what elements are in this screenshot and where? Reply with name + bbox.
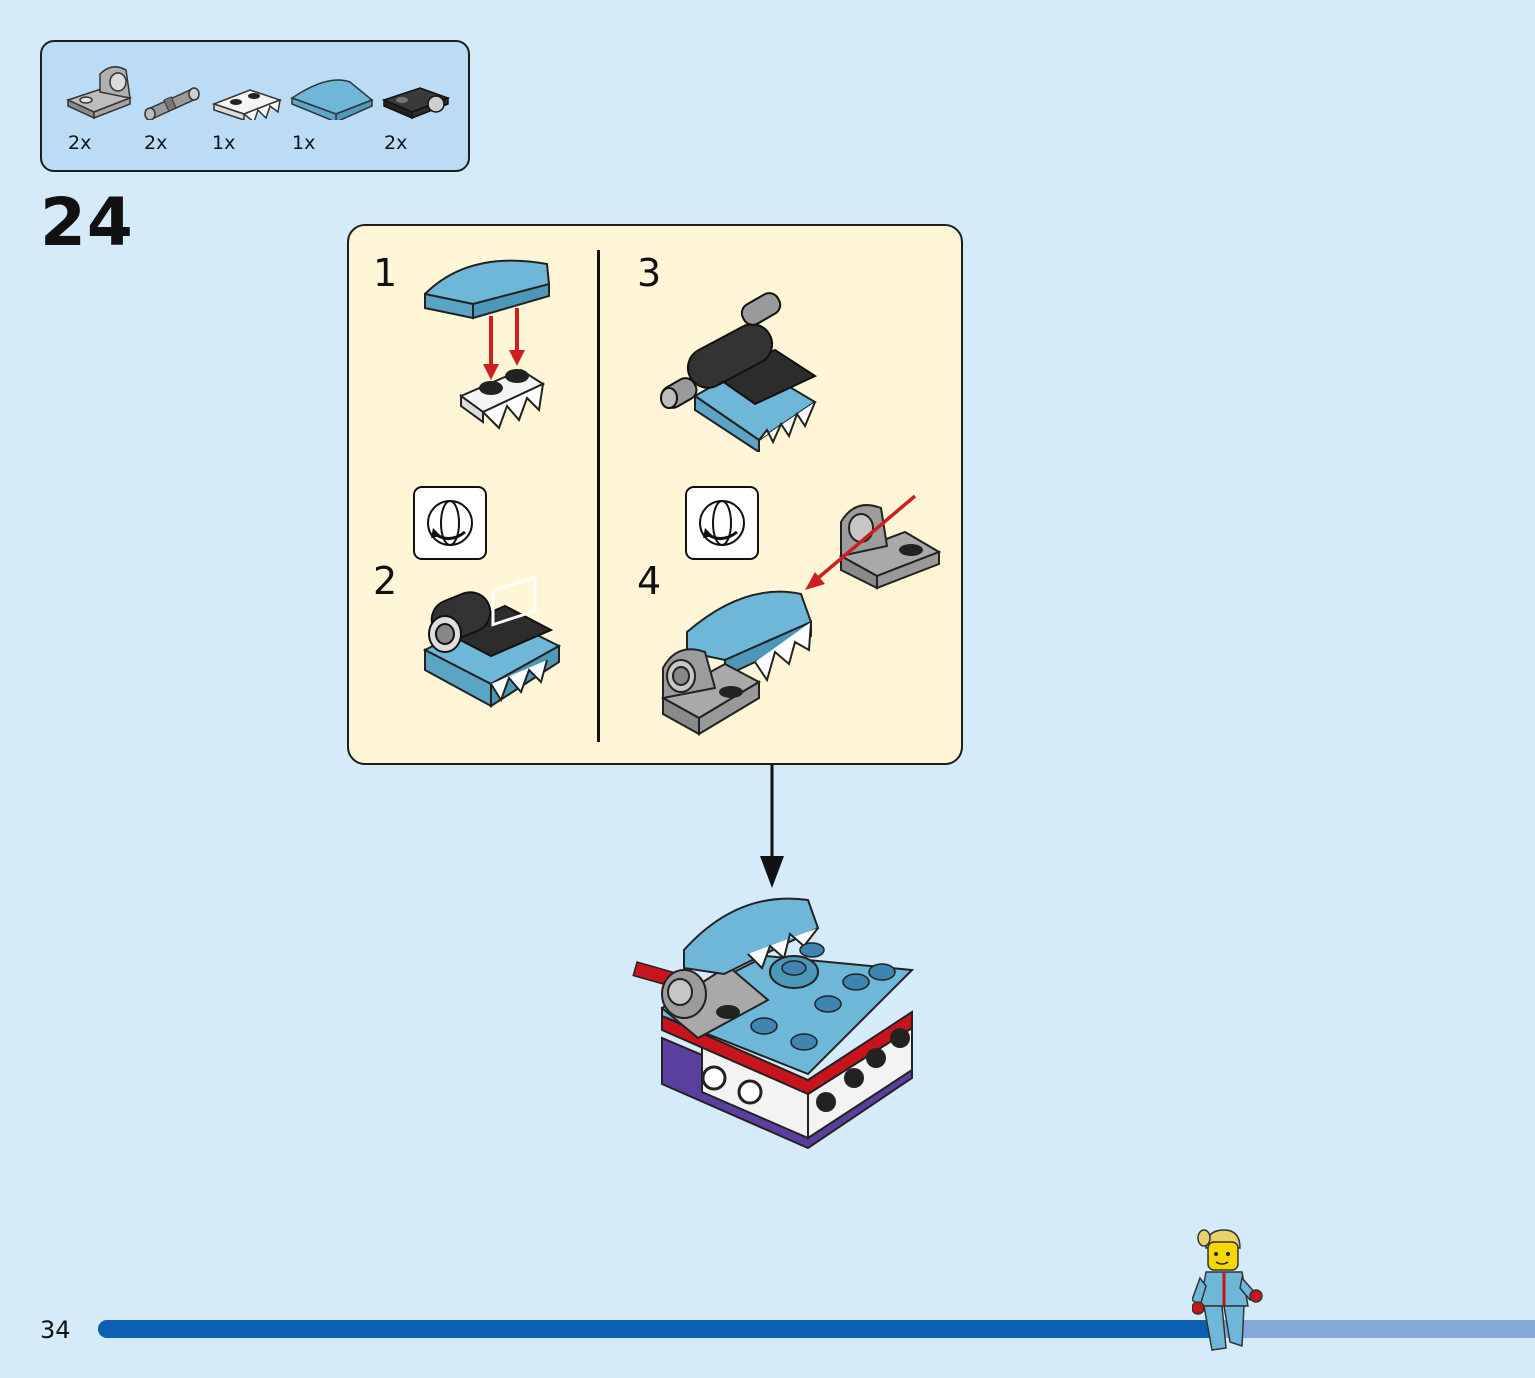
progress-bar	[98, 1320, 1535, 1338]
parts-list-box: 2x 2x 1x 1x	[40, 40, 470, 172]
substeps-callout: 1 2 3 4	[347, 224, 963, 765]
part-item: 1x	[210, 60, 290, 170]
substep-3-illustration	[660, 292, 818, 452]
part-item: 2x	[64, 60, 144, 170]
substep-divider	[597, 250, 600, 742]
part-quantity: 2x	[384, 132, 408, 154]
callout-connector-arrow	[760, 764, 784, 888]
part-quantity: 1x	[292, 132, 316, 154]
rotate-model-icon	[413, 486, 487, 560]
substep-1-illustration	[424, 259, 551, 430]
substep-2-illustration	[422, 574, 562, 708]
part-quantity: 2x	[144, 132, 168, 154]
step-number: 24	[40, 184, 134, 261]
part-quantity: 1x	[212, 132, 236, 154]
part-quantity: 2x	[68, 132, 92, 154]
substep-4-illustration	[660, 494, 942, 736]
substep-number: 2	[373, 559, 398, 603]
gray-plate-with-pin-hole-icon	[65, 66, 133, 120]
substep-number: 1	[373, 251, 398, 295]
white-plate-with-teeth-icon	[211, 89, 283, 120]
minifigure-icon	[1192, 1229, 1263, 1351]
part-item: 2x	[140, 60, 220, 170]
part-item: 1x	[288, 60, 374, 170]
blue-curved-slope-icon	[290, 79, 374, 120]
black-plate-with-pin-hole-icon	[381, 87, 451, 120]
gray-technic-pin-icon	[144, 87, 200, 120]
page-number: 34	[40, 1316, 71, 1344]
substep-number: 3	[637, 251, 662, 295]
part-item: 2x	[380, 60, 460, 170]
assembled-model-illustration	[632, 897, 915, 1150]
progress-bar-fill	[98, 1320, 1219, 1338]
substep-number: 4	[637, 559, 662, 603]
rotate-model-icon	[685, 486, 759, 560]
